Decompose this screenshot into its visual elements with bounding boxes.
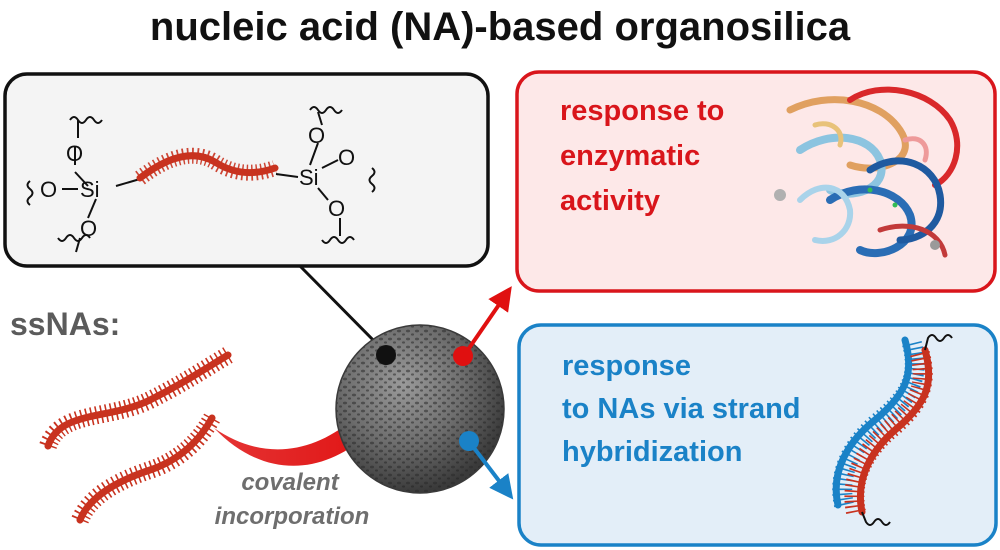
left-silicon: Si (80, 177, 100, 202)
incorporation-label-line2: incorporation (215, 503, 370, 530)
left-oxygen-top: O (66, 141, 83, 166)
enzyme-box-line3: activity (560, 185, 660, 217)
hybridization-response-box: response to NAs via strand hybridization (517, 323, 998, 547)
enzyme-box-line2: enzymatic (560, 140, 700, 172)
right-oxygen-top: O (308, 123, 325, 148)
linker-nucleic-acid-strand (135, 147, 279, 185)
free-strand-bottom (71, 413, 220, 524)
right-bottom-wavy-bond (321, 236, 355, 244)
left-oxygen-bottom: O (80, 216, 97, 241)
incorporation-label-line1: covalent (241, 469, 339, 496)
left-bottom-wavy-bond (57, 234, 91, 242)
hybrid-box-line3: hybridization (562, 436, 742, 468)
enzyme-structure-icon (774, 86, 961, 258)
callout-line (298, 264, 388, 355)
arrow-to-hybrid-box (469, 442, 514, 500)
molecule-box: O O Si O O Si O O (3, 72, 490, 268)
right-silicon: Si (299, 165, 319, 190)
right-oxygen-right: O (338, 145, 355, 170)
hybrid-box-line2: to NAs via strand (562, 393, 801, 425)
page-title: nucleic acid (NA)-based organosilica (150, 5, 851, 49)
left-side-wavy-bond (26, 180, 34, 206)
particle-anchor-dot-black (376, 345, 396, 365)
free-strand-top (39, 347, 233, 450)
left-siloxane-structure (62, 120, 141, 253)
enzyme-response-box: response to enzymatic activity (515, 70, 997, 293)
right-top-wavy-bond (309, 106, 343, 114)
right-siloxane-structure (275, 111, 341, 236)
hybrid-box-line1: response (562, 350, 691, 382)
left-top-wavy-bond (69, 116, 103, 124)
hybridized-duplex-icon (832, 334, 953, 526)
incorporation-arrow (214, 402, 392, 466)
right-oxygen-bottom: O (328, 196, 345, 221)
arrow-to-enzyme-box (463, 286, 512, 356)
right-side-wavy-bond (368, 167, 376, 193)
enzyme-box-line1: response to (560, 95, 724, 127)
ssnas-label: ssNAs: (10, 306, 120, 342)
left-oxygen-left: O (40, 177, 57, 202)
organosilica-particle (335, 324, 505, 494)
